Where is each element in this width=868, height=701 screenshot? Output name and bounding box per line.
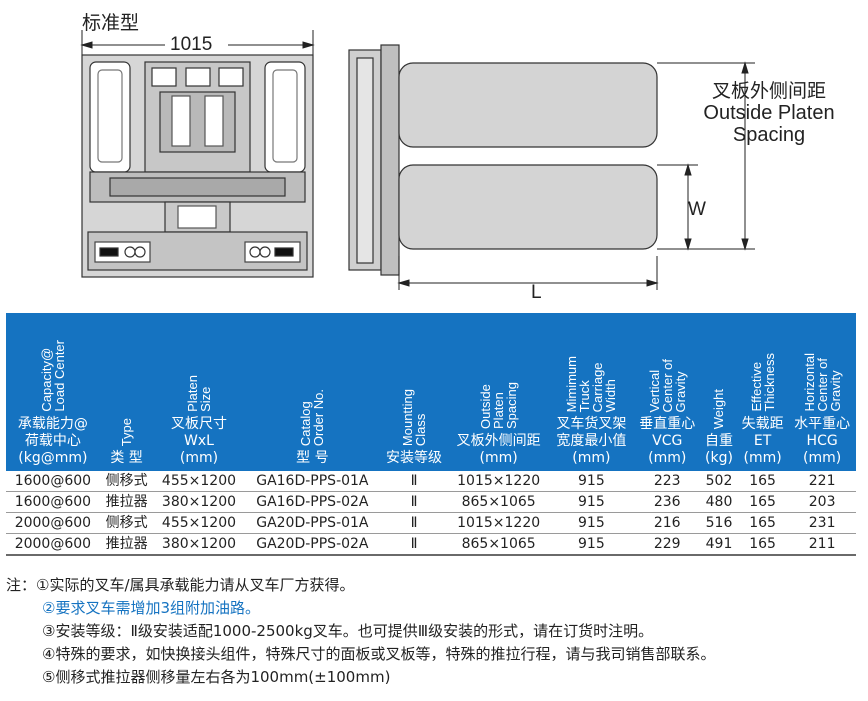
cell-vcg: 229	[633, 533, 702, 556]
cell-platen-size: 380×1200	[153, 533, 245, 556]
cell-platen-size: 380×1200	[153, 491, 245, 513]
cell-carriage: 915	[549, 491, 634, 513]
cell-vcg: 216	[633, 512, 702, 534]
cell-carriage: 915	[549, 533, 634, 556]
dimension-1015: 1015	[170, 34, 213, 55]
dimension-w: W	[688, 199, 706, 220]
note-2: ②要求叉车需增加3组附加油路。	[42, 599, 260, 617]
cell-type: 推拉器	[99, 533, 154, 556]
notes: 注：①实际的叉车/属具承载能力请从叉车厂方获得。 ②要求叉车需增加3组附加油路。…	[6, 574, 715, 689]
spacing-label-cn: 叉板外侧间距	[711, 80, 826, 102]
cell-order-no: GA20D-PPS-02A	[244, 533, 381, 556]
page-title: 标准型	[82, 12, 140, 34]
cell-weight: 516	[701, 512, 737, 534]
cell-order-no: GA16D-PPS-01A	[244, 471, 381, 492]
front-view	[81, 54, 314, 278]
cell-type: 侧移式	[99, 512, 154, 534]
front-width-dimension	[80, 30, 315, 62]
cell-type: 侧移式	[99, 471, 154, 492]
note-1: 注：①实际的叉车/属具承载能力请从叉车厂方获得。	[6, 576, 355, 594]
cell-capacity: 1600@600	[6, 471, 100, 492]
cell-weight: 502	[701, 471, 737, 492]
cell-hcg: 211	[788, 533, 856, 556]
cell-class: Ⅱ	[380, 471, 448, 492]
cell-capacity: 2000@600	[6, 533, 100, 556]
cell-platen-size: 455×1200	[153, 471, 245, 492]
cell-hcg: 221	[788, 471, 856, 492]
cell-type: 推拉器	[99, 491, 154, 513]
note-3: ③安装等级：Ⅱ级安装适配1000-2500kg叉车。也可提供Ⅲ级安装的形式，请在…	[42, 622, 654, 640]
side-dimensions	[397, 61, 755, 290]
spacing-label-en-1: Outside Platen	[703, 102, 835, 124]
cell-weight: 480	[701, 491, 737, 513]
cell-capacity: 1600@600	[6, 491, 100, 513]
cell-spacing: 865×1065	[447, 533, 550, 556]
cell-class: Ⅱ	[380, 512, 448, 534]
cell-class: Ⅱ	[380, 533, 448, 556]
cell-et: 165	[736, 512, 789, 534]
cell-et: 165	[736, 471, 789, 492]
cell-class: Ⅱ	[380, 491, 448, 513]
cell-carriage: 915	[549, 471, 634, 492]
spacing-label-en-2: Spacing	[732, 124, 806, 146]
cell-hcg: 231	[788, 512, 856, 534]
cell-order-no: GA16D-PPS-02A	[244, 491, 381, 513]
cell-capacity: 2000@600	[6, 512, 100, 534]
cell-hcg: 203	[788, 491, 856, 513]
cell-weight: 491	[701, 533, 737, 556]
cell-carriage: 915	[549, 512, 634, 534]
note-4: ④特殊的要求，如快换接头组件，特殊尺寸的面板或叉板等，特殊的推拉行程，请与我司销…	[42, 645, 716, 663]
cell-spacing: 1015×1220	[447, 512, 550, 534]
cell-et: 165	[736, 491, 789, 513]
side-view	[348, 44, 658, 276]
cell-spacing: 1015×1220	[447, 471, 550, 492]
outside-platen-spacing-label: 叉板外侧间距 Outside Platen Spacing	[674, 80, 864, 146]
technical-drawing	[80, 30, 755, 290]
dimension-l: L	[531, 282, 542, 303]
cell-vcg: 223	[633, 471, 702, 492]
cell-order-no: GA20D-PPS-01A	[244, 512, 381, 534]
cell-vcg: 236	[633, 491, 702, 513]
note-5: ⑤侧移式推拉器侧移量左右各为100mm(±100mm)	[42, 668, 391, 686]
cell-et: 165	[736, 533, 789, 556]
cell-platen-size: 455×1200	[153, 512, 245, 534]
cell-spacing: 865×1065	[447, 491, 550, 513]
header-order-no: Catalog Order No.型 号	[296, 388, 329, 466]
